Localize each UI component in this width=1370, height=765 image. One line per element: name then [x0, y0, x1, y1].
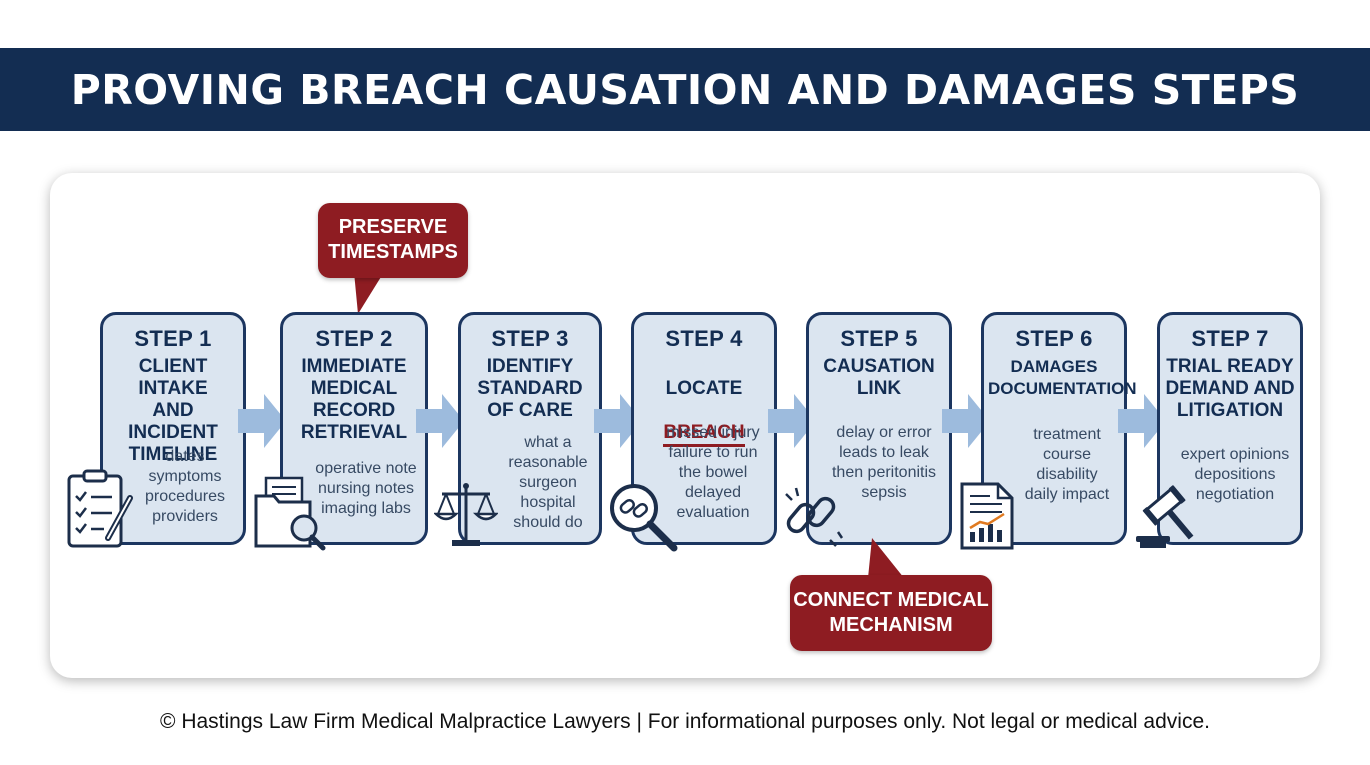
step-description: treatment course disability daily impact — [1024, 426, 1110, 503]
step-number: STEP 5 — [840, 326, 918, 351]
flow-arrow-6 — [1118, 394, 1166, 448]
step-title-line: LOCATE — [665, 378, 743, 399]
step-description: dates symptoms procedures providers — [144, 448, 226, 525]
step-title: CAUSATION LINK — [823, 356, 935, 399]
step-description: operative note nursing notes imaging lab… — [315, 460, 417, 517]
step-description: expert opinions depositions negotiation — [1180, 446, 1290, 503]
magnifier-broken-link-icon — [610, 484, 678, 552]
step-title: LOCATE BREACH — [638, 356, 770, 466]
breach-highlight: BREACH — [663, 422, 745, 447]
page-title: PROVING BREACH CAUSATION AND DAMAGES STE… — [70, 65, 1300, 114]
footer-disclaimer: © Hastings Law Firm Medical Malpractice … — [160, 710, 1210, 733]
step-description: delay or error leads to leak then perito… — [831, 424, 937, 501]
connect-mechanism-callout: CONNECT MEDICAL MECHANISM — [790, 575, 992, 651]
connect-callout-tail — [868, 538, 904, 578]
gavel-icon — [1136, 485, 1194, 548]
step-title: IMMEDIATE MEDICAL RECORD RETRIEVAL — [300, 356, 408, 443]
step-card-5: STEP 5 CAUSATION LINK delay or error lea… — [806, 312, 952, 545]
preserve-callout-tail — [354, 272, 384, 314]
flow-arrow-1 — [238, 394, 286, 448]
step-card-7: STEP 7 TRIAL READY DEMAND AND LITIGATION… — [1157, 312, 1303, 545]
step-title: DAMAGES DOCUMENTATION — [988, 357, 1137, 398]
step-number: STEP 6 — [1015, 326, 1093, 351]
step-card-4: STEP 4 LOCATE BREACH missed injury failu… — [631, 312, 777, 545]
document-chart-icon — [960, 482, 1014, 550]
scales-of-justice-icon — [434, 483, 498, 546]
flow-arrow-4 — [768, 394, 816, 448]
step-number: STEP 4 — [665, 326, 743, 351]
step-card-1: STEP 1 CLIENT INTAKE AND INCIDENT TIMELI… — [100, 312, 246, 545]
flow-arrow-2 — [416, 394, 464, 448]
folder-search-icon — [254, 476, 326, 551]
flow-arrow-3 — [594, 394, 642, 448]
title-banner: PROVING BREACH CAUSATION AND DAMAGES STE… — [0, 48, 1370, 131]
step-title: CLIENT INTAKE AND INCIDENT TIMELINE — [128, 356, 218, 465]
step-number: STEP 7 — [1191, 326, 1269, 351]
step-number: STEP 3 — [491, 326, 569, 351]
broken-chain-icon — [785, 487, 844, 547]
step-number: STEP 1 — [134, 326, 212, 351]
preserve-timestamps-callout: PRESERVE TIMESTAMPS — [318, 203, 468, 278]
clipboard-checklist-icon — [67, 469, 133, 548]
step-title: IDENTIFY STANDARD OF CARE — [477, 356, 583, 421]
step-description: missed injury failure to run the bowel d… — [666, 424, 760, 521]
flow-arrow-5 — [942, 394, 990, 448]
step-number: STEP 2 — [315, 326, 393, 351]
step-description: what a reasonable surgeon hospital shoul… — [508, 434, 588, 531]
step-title: TRIAL READY DEMAND AND LITIGATION — [1165, 356, 1295, 421]
